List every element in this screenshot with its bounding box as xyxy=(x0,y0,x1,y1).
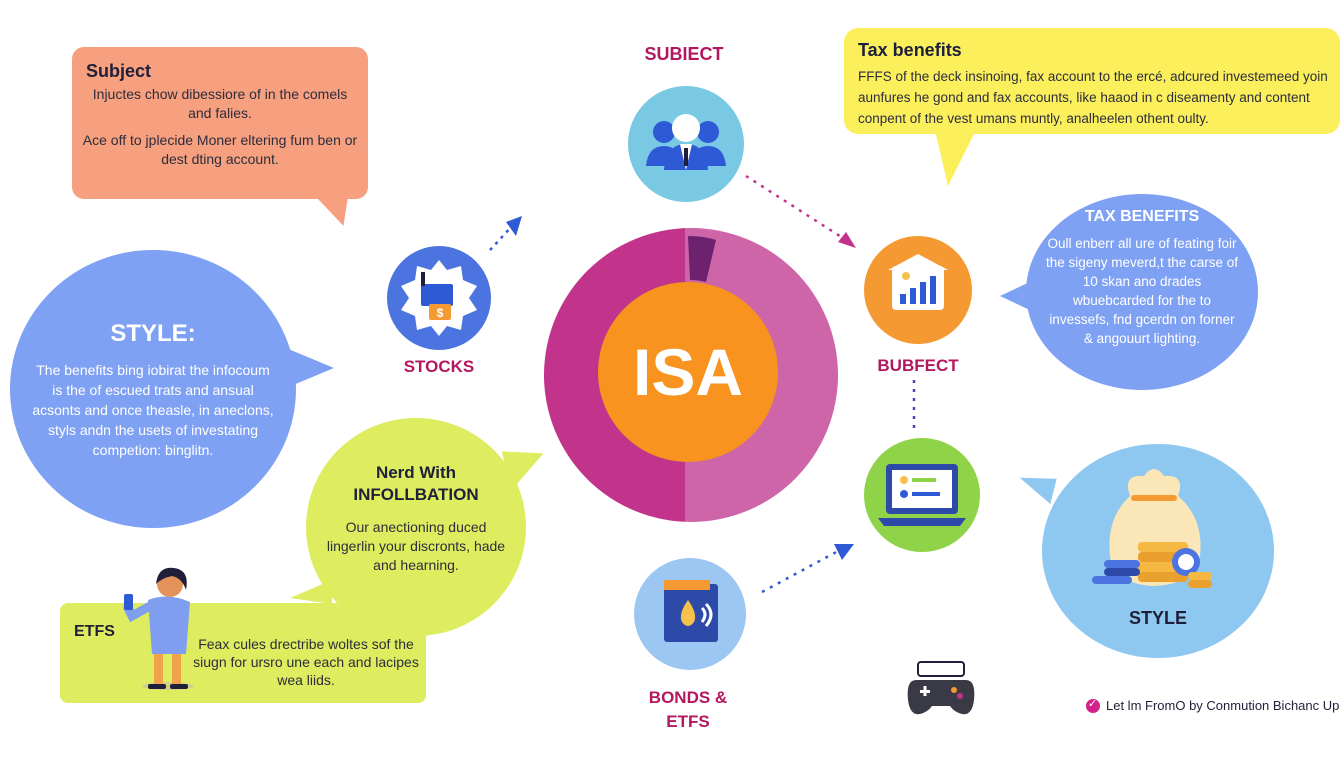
connector-subject xyxy=(745,174,847,242)
nerd-bubble: Nerd With INFOLLBATION Our anectioning d… xyxy=(306,418,526,636)
style-right-bubble-title: STYLE xyxy=(1128,608,1187,628)
nerd-title-line-2: INFOLLBATION xyxy=(353,485,479,504)
nerd-bubble-title: Nerd With INFOLLBATION xyxy=(306,462,526,506)
svg-text:$: $ xyxy=(437,306,444,320)
arrowhead-subject xyxy=(838,232,856,248)
subject-box-body-2: Ace off to jplecide Moner eltering fum b… xyxy=(82,132,358,167)
subject-box-body-1: Injuctes chow dibessiore of in the comel… xyxy=(92,86,348,121)
etfs-box: ETFS Feax cules drectribe woltes sof the… xyxy=(60,603,426,703)
bonds-label-line-2: ETFS xyxy=(666,712,710,731)
style-bubble-body: The benefits bing iobirat the infocoum i… xyxy=(32,362,274,458)
tax-benefits-bubble-body: Oull enberr all ure of feating foir the … xyxy=(1045,236,1239,346)
connector-bonds xyxy=(761,548,841,594)
tax-benefits-bubble: TAX BENEFITS Oull enberr all ure of feat… xyxy=(1026,194,1258,390)
subject-node xyxy=(628,86,744,202)
node-label-stocks: STOCKS xyxy=(403,357,475,376)
arrowhead-stocks xyxy=(506,216,522,236)
footer-credit: Let lm FromO by Conmution Bichanc Up xyxy=(1086,697,1340,713)
money-bag-coins-icon xyxy=(1092,469,1212,588)
money-badge-icon: $ xyxy=(401,260,477,336)
style-right-bubble: STYLE xyxy=(1042,444,1274,658)
tax-benefits-bubble-title: TAX BENEFITS xyxy=(1084,208,1200,225)
isa-label: ISA xyxy=(632,335,744,409)
bonds-node xyxy=(634,558,746,670)
laptop-node xyxy=(864,438,980,552)
node-label-bubfect: BUBFECT xyxy=(877,356,959,375)
bar-chart-icon xyxy=(888,254,948,310)
subject-box: Subject Injuctes chow dibessiore of in t… xyxy=(72,47,368,199)
bonds-label-line-1: BONDS & xyxy=(648,688,728,707)
bubfect-node xyxy=(864,236,972,344)
tax-box-tail xyxy=(934,126,978,186)
laptop-icon xyxy=(878,464,966,526)
nerd-bubble-body: Our anectioning duced lingerlin your dis… xyxy=(326,519,506,573)
footer-text: Let lm FromO by Conmution Bichanc Up xyxy=(1106,698,1340,713)
node-label-subject: SUBIECT xyxy=(644,44,724,64)
nerd-title-line-1: Nerd With xyxy=(375,463,457,482)
tax-benefits-box: Tax benefits FFFS of the deck insinoing,… xyxy=(844,28,1340,134)
etfs-box-title: ETFS xyxy=(74,623,115,640)
tax-box-title: Tax benefits xyxy=(858,40,962,60)
tax-box-body: FFFS of the deck insinoing, fax account … xyxy=(858,69,1328,126)
bond-document-icon xyxy=(664,580,718,642)
people-icon xyxy=(646,114,726,170)
etfs-box-body: Feax cules drectribe woltes sof the siug… xyxy=(193,636,419,688)
check-icon xyxy=(1086,697,1100,713)
stocks-node: $ xyxy=(387,246,491,350)
connector-stocks xyxy=(489,223,515,251)
subject-box-title: Subject xyxy=(86,61,152,81)
isa-core xyxy=(598,282,778,462)
style-bubble-title: STYLE: xyxy=(110,320,196,347)
style-bubble: STYLE: The benefits bing iobirat the inf… xyxy=(10,250,296,528)
node-label-bonds: BONDS & ETFS xyxy=(628,686,748,734)
arrowhead-bonds xyxy=(834,544,854,560)
